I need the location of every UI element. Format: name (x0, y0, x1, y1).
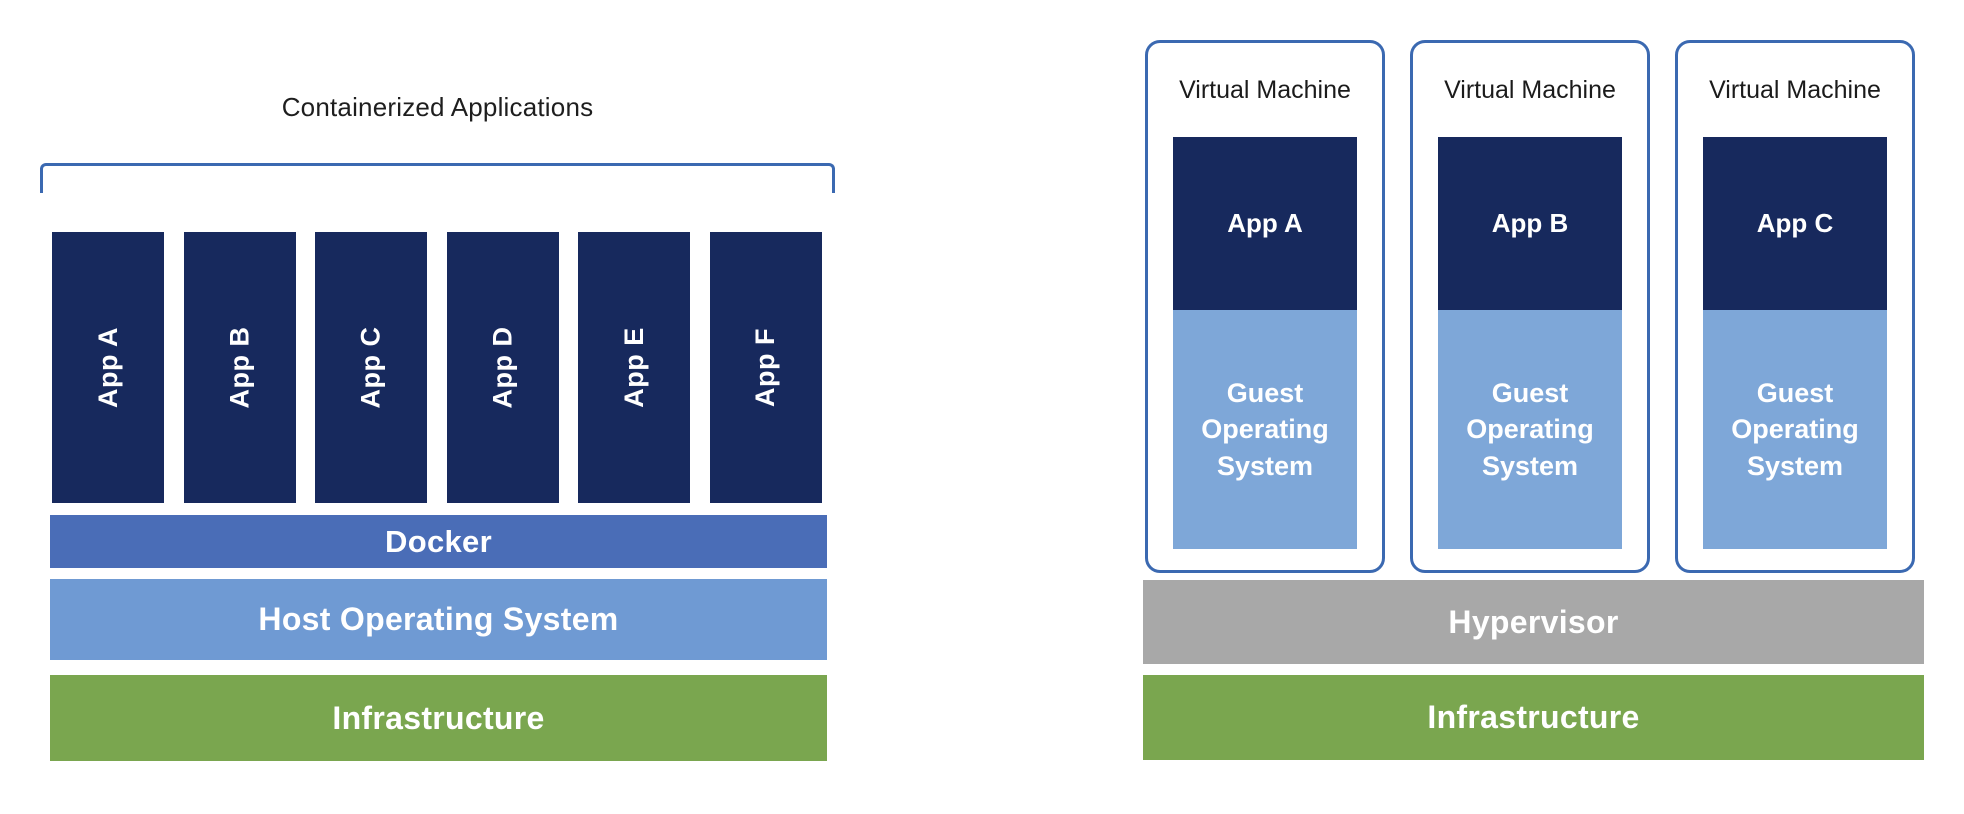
app-bar-label: App A (92, 327, 123, 408)
app-bar-f: App F (709, 232, 822, 503)
app-bar-d: App D (446, 232, 559, 503)
app-bar-label: App B (224, 326, 255, 409)
app-bar-label: App D (487, 326, 518, 409)
infrastructure-layer-right: Infrastructure (1143, 675, 1924, 760)
vm-box-2: Virtual Machine App B Guest Operating Sy… (1410, 40, 1650, 573)
app-bar-label: App F (750, 328, 781, 407)
vm-app-box: App A (1173, 137, 1357, 310)
hypervisor-layer: Hypervisor (1143, 580, 1924, 664)
app-bar-b: App B (183, 232, 296, 503)
vm-app-box: App B (1438, 137, 1622, 310)
vm-title: Virtual Machine (1709, 75, 1881, 104)
containerized-apps-title: Containerized Applications (281, 92, 594, 122)
guest-os-box: Guest Operating System (1173, 310, 1357, 549)
app-bar-label: App C (355, 326, 386, 409)
vm-boxes-row: Virtual Machine App A Guest Operating Sy… (1145, 40, 1915, 573)
guest-os-box: Guest Operating System (1438, 310, 1622, 549)
vm-title: Virtual Machine (1179, 75, 1351, 104)
app-bar-c: App C (315, 232, 428, 503)
app-bar-e: App E (578, 232, 691, 503)
app-bar-label: App E (618, 327, 649, 408)
app-bars-row: App A App B App C App D App E App F (52, 232, 822, 503)
vm-app-box: App C (1703, 137, 1887, 310)
host-operating-system-layer: Host Operating System (50, 579, 827, 660)
infrastructure-layer-left: Infrastructure (50, 675, 827, 761)
app-bar-a: App A (52, 232, 164, 503)
vm-box-1: Virtual Machine App A Guest Operating Sy… (1145, 40, 1385, 573)
docker-layer: Docker (50, 515, 827, 568)
vm-title: Virtual Machine (1444, 75, 1616, 104)
guest-os-box: Guest Operating System (1703, 310, 1887, 549)
vm-box-3: Virtual Machine App C Guest Operating Sy… (1675, 40, 1915, 573)
containerized-apps-bracket (40, 163, 835, 193)
